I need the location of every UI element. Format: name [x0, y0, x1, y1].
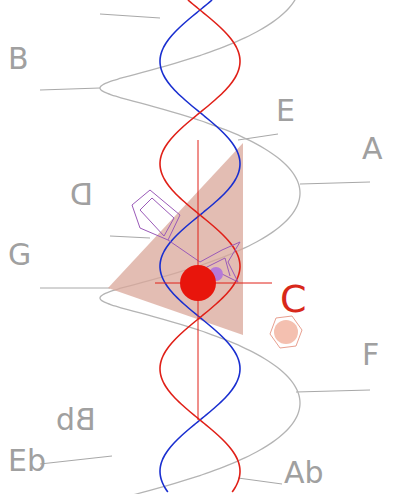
- pitch-label: E: [276, 96, 295, 126]
- pitch-label: A: [362, 134, 383, 164]
- helix-curve: [100, 0, 300, 494]
- pitch-label: B: [8, 44, 29, 74]
- pink-hexagon: [270, 316, 302, 348]
- pitch-label: C: [280, 280, 307, 318]
- triad-triangle: [108, 143, 243, 335]
- pitch-label: G: [8, 240, 31, 270]
- purple-wireframe: [132, 190, 240, 282]
- red-wave: [160, 0, 240, 492]
- blue-wave: [160, 0, 240, 492]
- pitch-label: F: [362, 340, 379, 370]
- pitch-label: D: [70, 180, 93, 210]
- pitch-label: Eb: [8, 446, 46, 476]
- pitch-label: Ab: [284, 458, 324, 488]
- crosshair: [155, 140, 272, 420]
- center-sphere: [180, 265, 216, 301]
- guide-lines: [40, 14, 370, 484]
- pitch-label: Bb: [56, 405, 96, 435]
